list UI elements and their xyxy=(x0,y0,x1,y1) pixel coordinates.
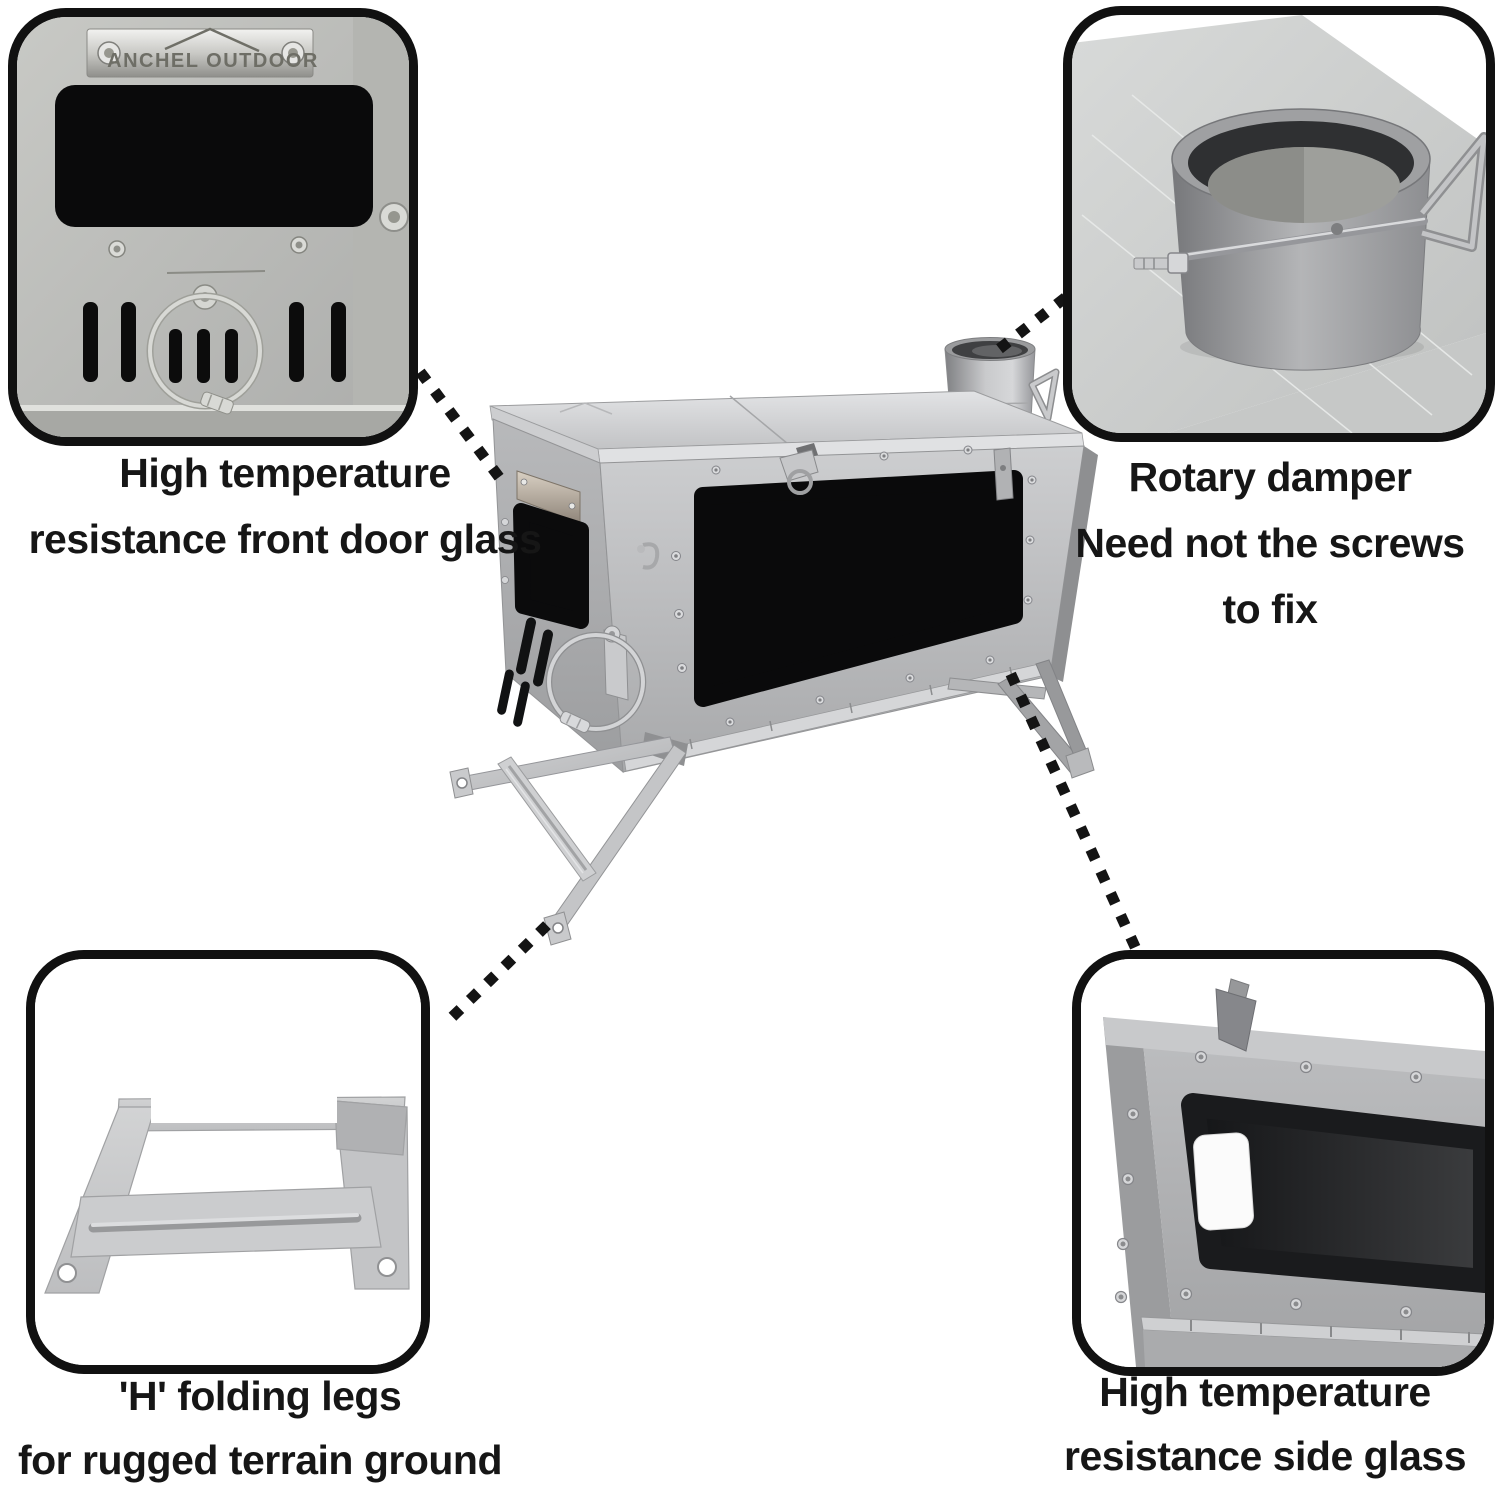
caption-line: Rotary damper xyxy=(1128,454,1412,500)
damper-rod xyxy=(1180,217,1428,261)
caption-line: Need not the screws xyxy=(1075,520,1465,566)
caption-line: resistance side glass xyxy=(1063,1433,1467,1479)
folding-legs xyxy=(449,659,1095,946)
side-latch xyxy=(1215,978,1257,1052)
chimney-wire-handle xyxy=(1028,368,1060,422)
brand-roof-logo xyxy=(164,27,260,53)
damper-wire-handle xyxy=(1418,132,1486,252)
caption-line: High temperature xyxy=(1099,1369,1431,1415)
vent-slots xyxy=(83,302,346,383)
caption-line: to fix xyxy=(1222,586,1318,632)
brand-plate: ANCHEL OUTDOOR xyxy=(86,27,319,78)
caption-front-door-glass: High temperature resistance front door g… xyxy=(0,440,585,572)
stove-photo xyxy=(449,337,1098,946)
connector-front-door xyxy=(401,349,507,485)
rotary-damper-photo xyxy=(1133,108,1486,371)
caption-rotary-damper: Rotary damper Need not the screws to fix xyxy=(1040,444,1500,642)
front-door xyxy=(497,470,660,733)
glass-reflection xyxy=(1193,1132,1254,1231)
h-leg-bracket-photo xyxy=(44,1093,410,1294)
inset-folding-leg-photo xyxy=(26,950,430,1374)
side-panel-photo xyxy=(1103,978,1485,1367)
caption-line: High temperature xyxy=(119,450,451,496)
connector-side-glass xyxy=(1005,671,1144,957)
inset-side-glass-photo xyxy=(1072,950,1494,1376)
caption-line: for rugged terrain ground xyxy=(17,1437,503,1483)
ring-handle xyxy=(146,284,264,415)
panel-screws xyxy=(1114,1050,1423,1319)
front-door-glass-photo xyxy=(55,85,373,227)
caption-folding-legs: 'H' folding legs for rugged terrain grou… xyxy=(0,1364,545,1492)
bottom-hinge-photo xyxy=(1140,1316,1485,1348)
side-clip-latch xyxy=(993,447,1014,501)
inset-front-door-photo: ANCHEL OUTDOOR xyxy=(8,8,418,446)
front-door-glass xyxy=(513,503,589,629)
side-glass xyxy=(694,470,1023,707)
lid-flip-latch xyxy=(779,443,819,495)
door-ring-handle xyxy=(545,631,647,733)
caption-line: resistance front door glass xyxy=(28,516,542,562)
door-screws xyxy=(108,202,409,258)
damper-bolt xyxy=(1133,252,1189,274)
door-vent-slots xyxy=(497,617,553,727)
side-panel xyxy=(623,443,1051,772)
connector-folding-legs xyxy=(438,921,551,1031)
caption-line: 'H' folding legs xyxy=(118,1373,402,1419)
brand-plate-text: ANCHEL OUTDOOR xyxy=(107,50,319,72)
caption-side-glass: High temperature resistance side glass xyxy=(1030,1360,1500,1488)
dotted-connector-lines xyxy=(401,293,1144,1031)
inset-rotary-damper-photo xyxy=(1063,6,1495,442)
